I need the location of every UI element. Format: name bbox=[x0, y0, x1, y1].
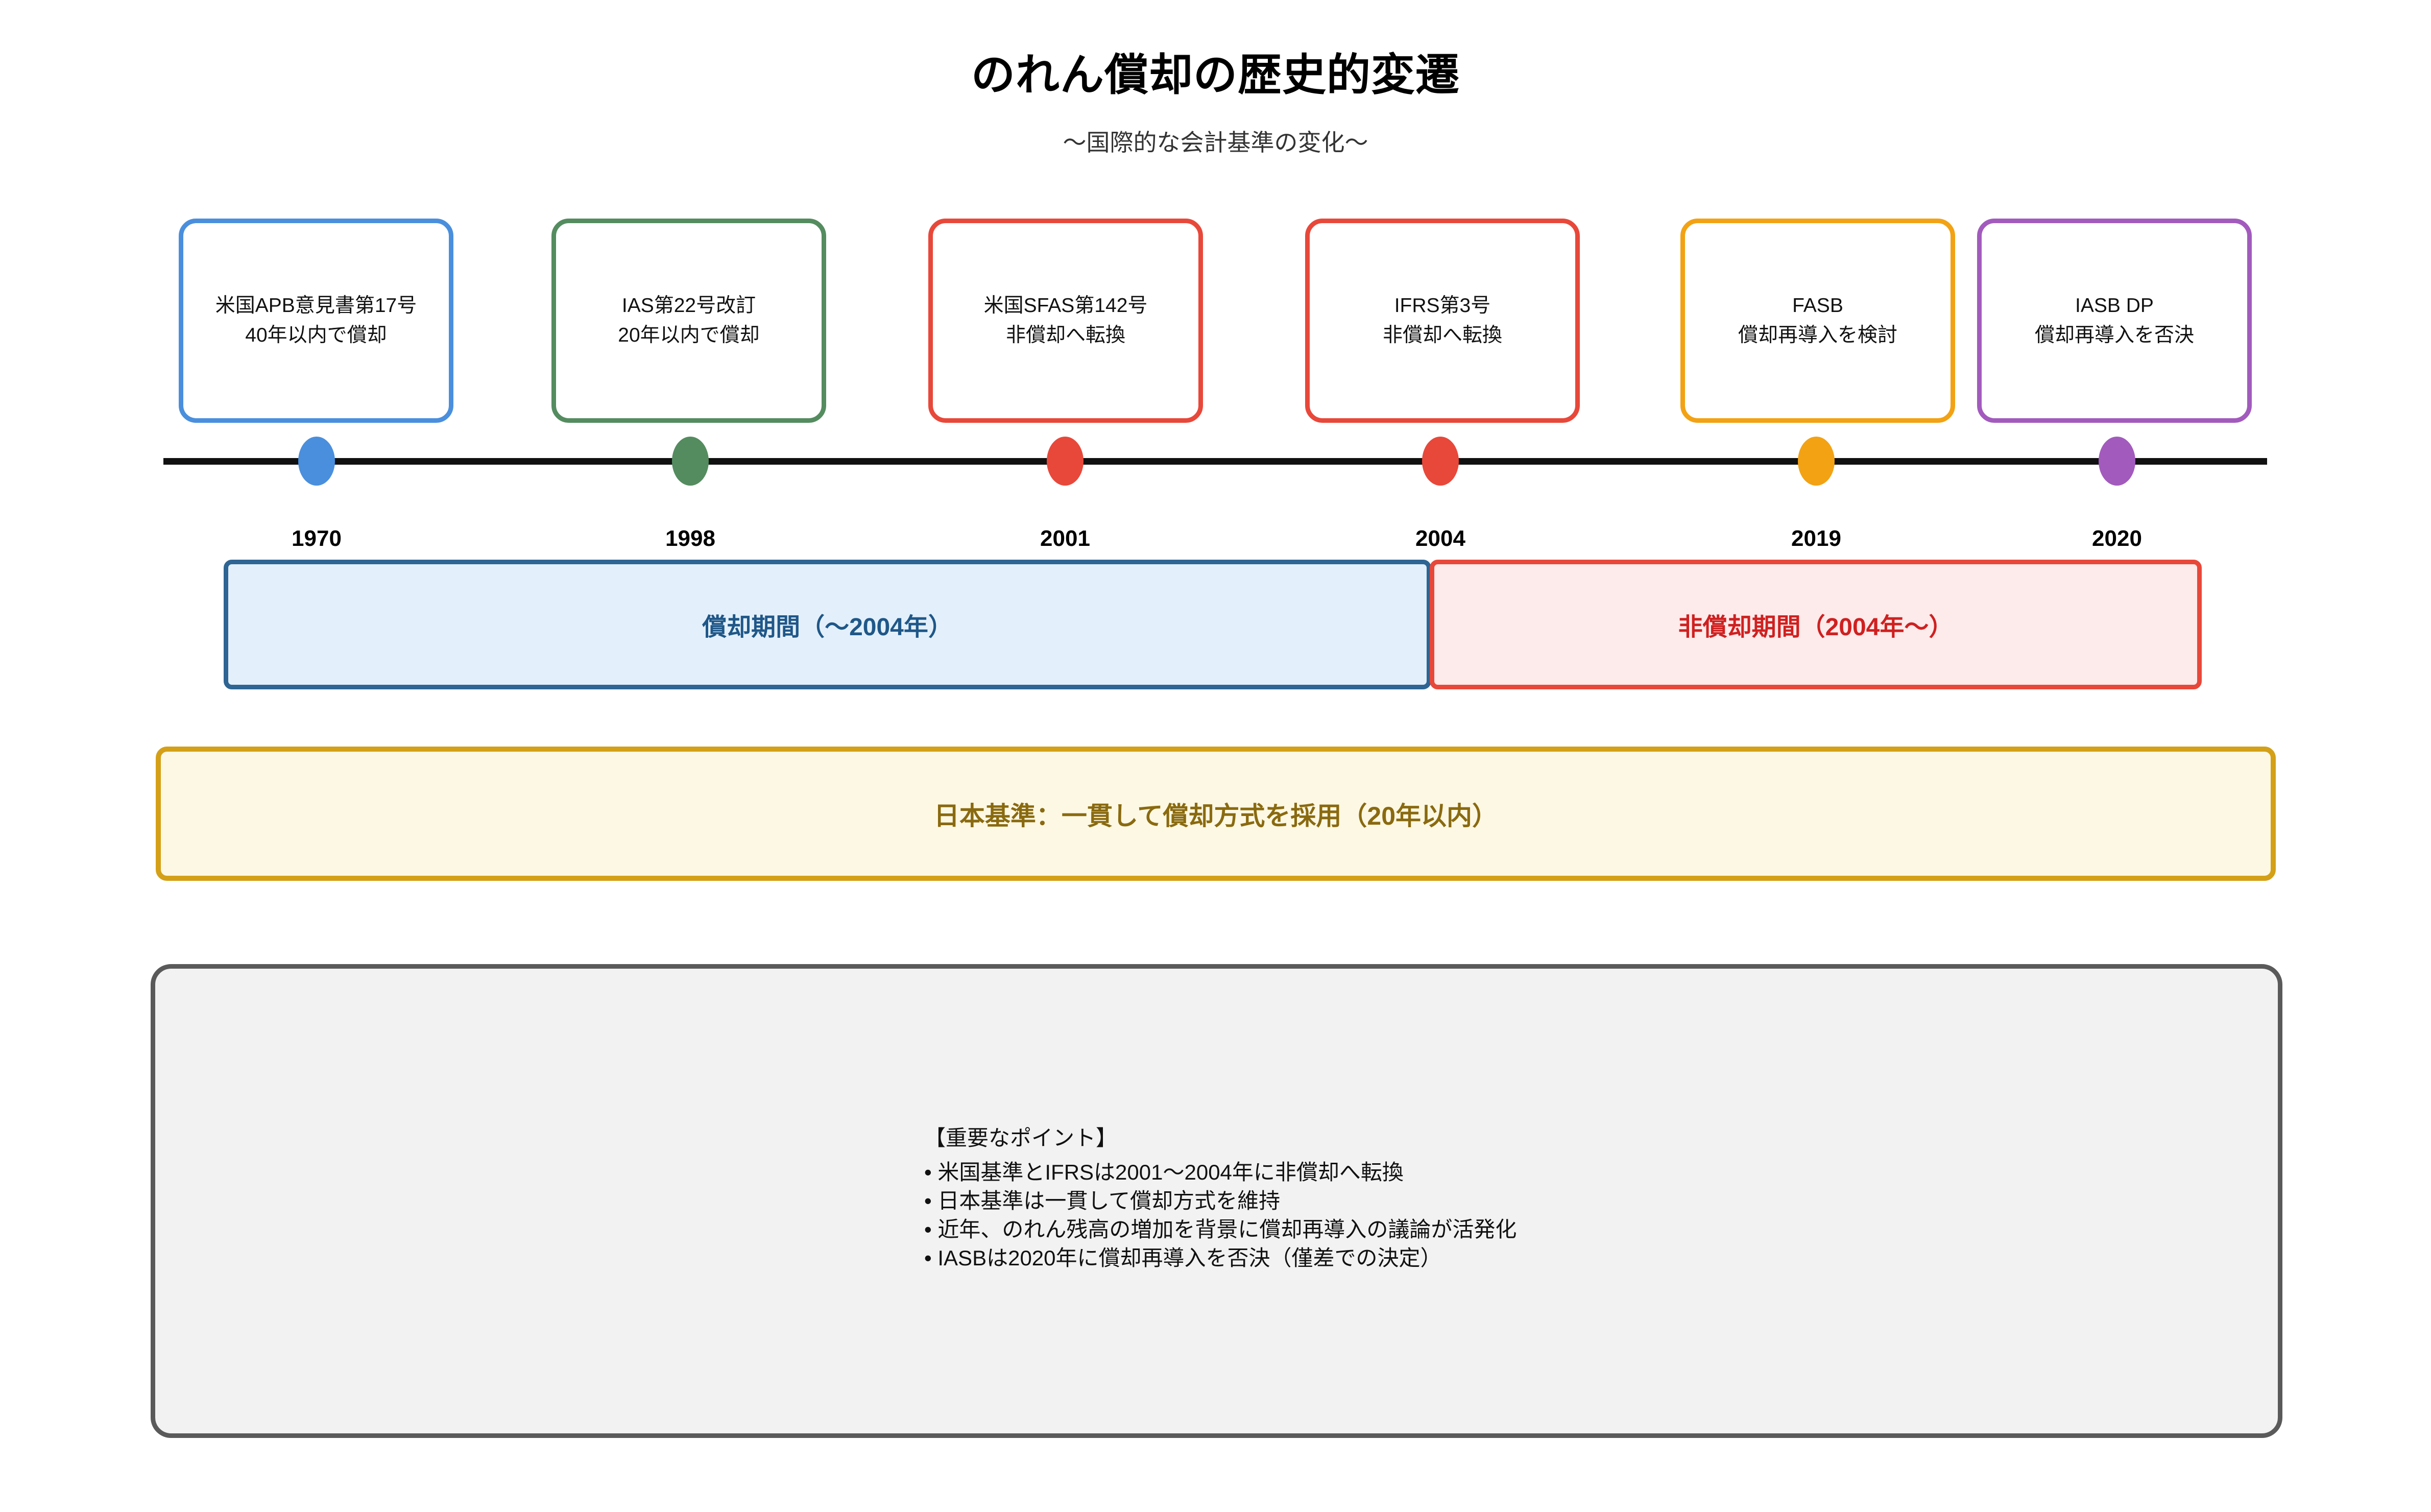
key-point-item: IASBは2020年に償却再導入を否決（僅差での決定） bbox=[924, 1244, 1639, 1273]
timeline-axis-line bbox=[163, 458, 2267, 465]
period-band-non-amortization: 非償却期間（2004年〜） bbox=[1430, 560, 2202, 689]
timeline-dot-1970[interactable] bbox=[298, 437, 335, 486]
key-point-item: 近年、のれん残高の増加を背景に償却再導入の議論が活発化 bbox=[924, 1215, 1639, 1244]
timeline-event-card-2019[interactable]: FASB 償却再導入を検討 bbox=[1680, 219, 1955, 423]
period-band-non-amortization-label: 非償却期間（2004年〜） bbox=[1678, 614, 1954, 641]
timeline-dot-2019[interactable] bbox=[1798, 437, 1835, 486]
timeline-year-2019: 2019 bbox=[1791, 526, 1841, 551]
timeline-year-1970: 1970 bbox=[292, 526, 342, 551]
japan-standard-banner-label: 日本基準：一貫して償却方式を採用（20年以内） bbox=[933, 801, 1498, 830]
timeline-event-label-2020: IASB DP 償却再導入を否決 bbox=[2034, 294, 2194, 347]
timeline-dot-2020[interactable] bbox=[2099, 437, 2135, 486]
key-points-heading: 【重要なポイント】 bbox=[924, 1126, 1118, 1150]
timeline-year-2001: 2001 bbox=[1040, 526, 1090, 551]
timeline-event-label-2019: FASB 償却再導入を検討 bbox=[1738, 294, 1897, 347]
timeline-year-2004: 2004 bbox=[1415, 526, 1465, 551]
timeline-event-label-1998: IAS第22号改訂 20年以内で償却 bbox=[618, 294, 760, 347]
timeline-event-card-2004[interactable]: IFRS第3号 非償却へ転換 bbox=[1305, 219, 1580, 423]
period-band-amortization: 償却期間（〜2004年） bbox=[224, 560, 1431, 689]
period-band-amortization-label: 償却期間（〜2004年） bbox=[702, 614, 953, 641]
key-point-item: 日本基準は一貫して償却方式を維持 bbox=[924, 1187, 1639, 1215]
key-point-item: 米国基準とIFRSは2001〜2004年に非償却へ転換 bbox=[924, 1158, 1639, 1187]
timeline-event-card-1970[interactable]: 米国APB意見書第17号 40年以内で償却 bbox=[179, 219, 453, 423]
timeline-event-card-1998[interactable]: IAS第22号改訂 20年以内で償却 bbox=[551, 219, 826, 423]
header: のれん償却の歴史的変遷 〜国際的な会計基準の変化〜 bbox=[0, 51, 2431, 158]
timeline-event-label-2004: IFRS第3号 非償却へ転換 bbox=[1382, 294, 1502, 347]
timeline-year-2020: 2020 bbox=[2092, 526, 2142, 551]
timeline-event-card-2020[interactable]: IASB DP 償却再導入を否決 bbox=[1977, 219, 2252, 423]
timeline-dot-2001[interactable] bbox=[1047, 437, 1084, 486]
timeline-year-1998: 1998 bbox=[665, 526, 715, 551]
timeline-event-label-2001: 米国SFAS第142号 非償却へ転換 bbox=[983, 294, 1148, 347]
timeline-dot-2004[interactable] bbox=[1422, 437, 1459, 486]
timeline-section: 米国APB意見書第17号 40年以内で償却 1970 IAS第22号改訂 20年… bbox=[0, 0, 2431, 562]
japan-standard-banner: 日本基準：一貫して償却方式を採用（20年以内） bbox=[156, 747, 2276, 881]
key-points-content: 【重要なポイント】 米国基準とIFRSは2001〜2004年に非償却へ転換 日本… bbox=[924, 1127, 1639, 1272]
page-title: のれん償却の歴史的変遷 bbox=[971, 51, 1460, 100]
page-subtitle: 〜国際的な会計基準の変化〜 bbox=[1063, 129, 1368, 156]
timeline-dot-1998[interactable] bbox=[672, 437, 709, 486]
timeline-event-label-1970: 米国APB意見書第17号 40年以内で償却 bbox=[215, 294, 417, 347]
timeline-event-card-2001[interactable]: 米国SFAS第142号 非償却へ転換 bbox=[928, 219, 1203, 423]
